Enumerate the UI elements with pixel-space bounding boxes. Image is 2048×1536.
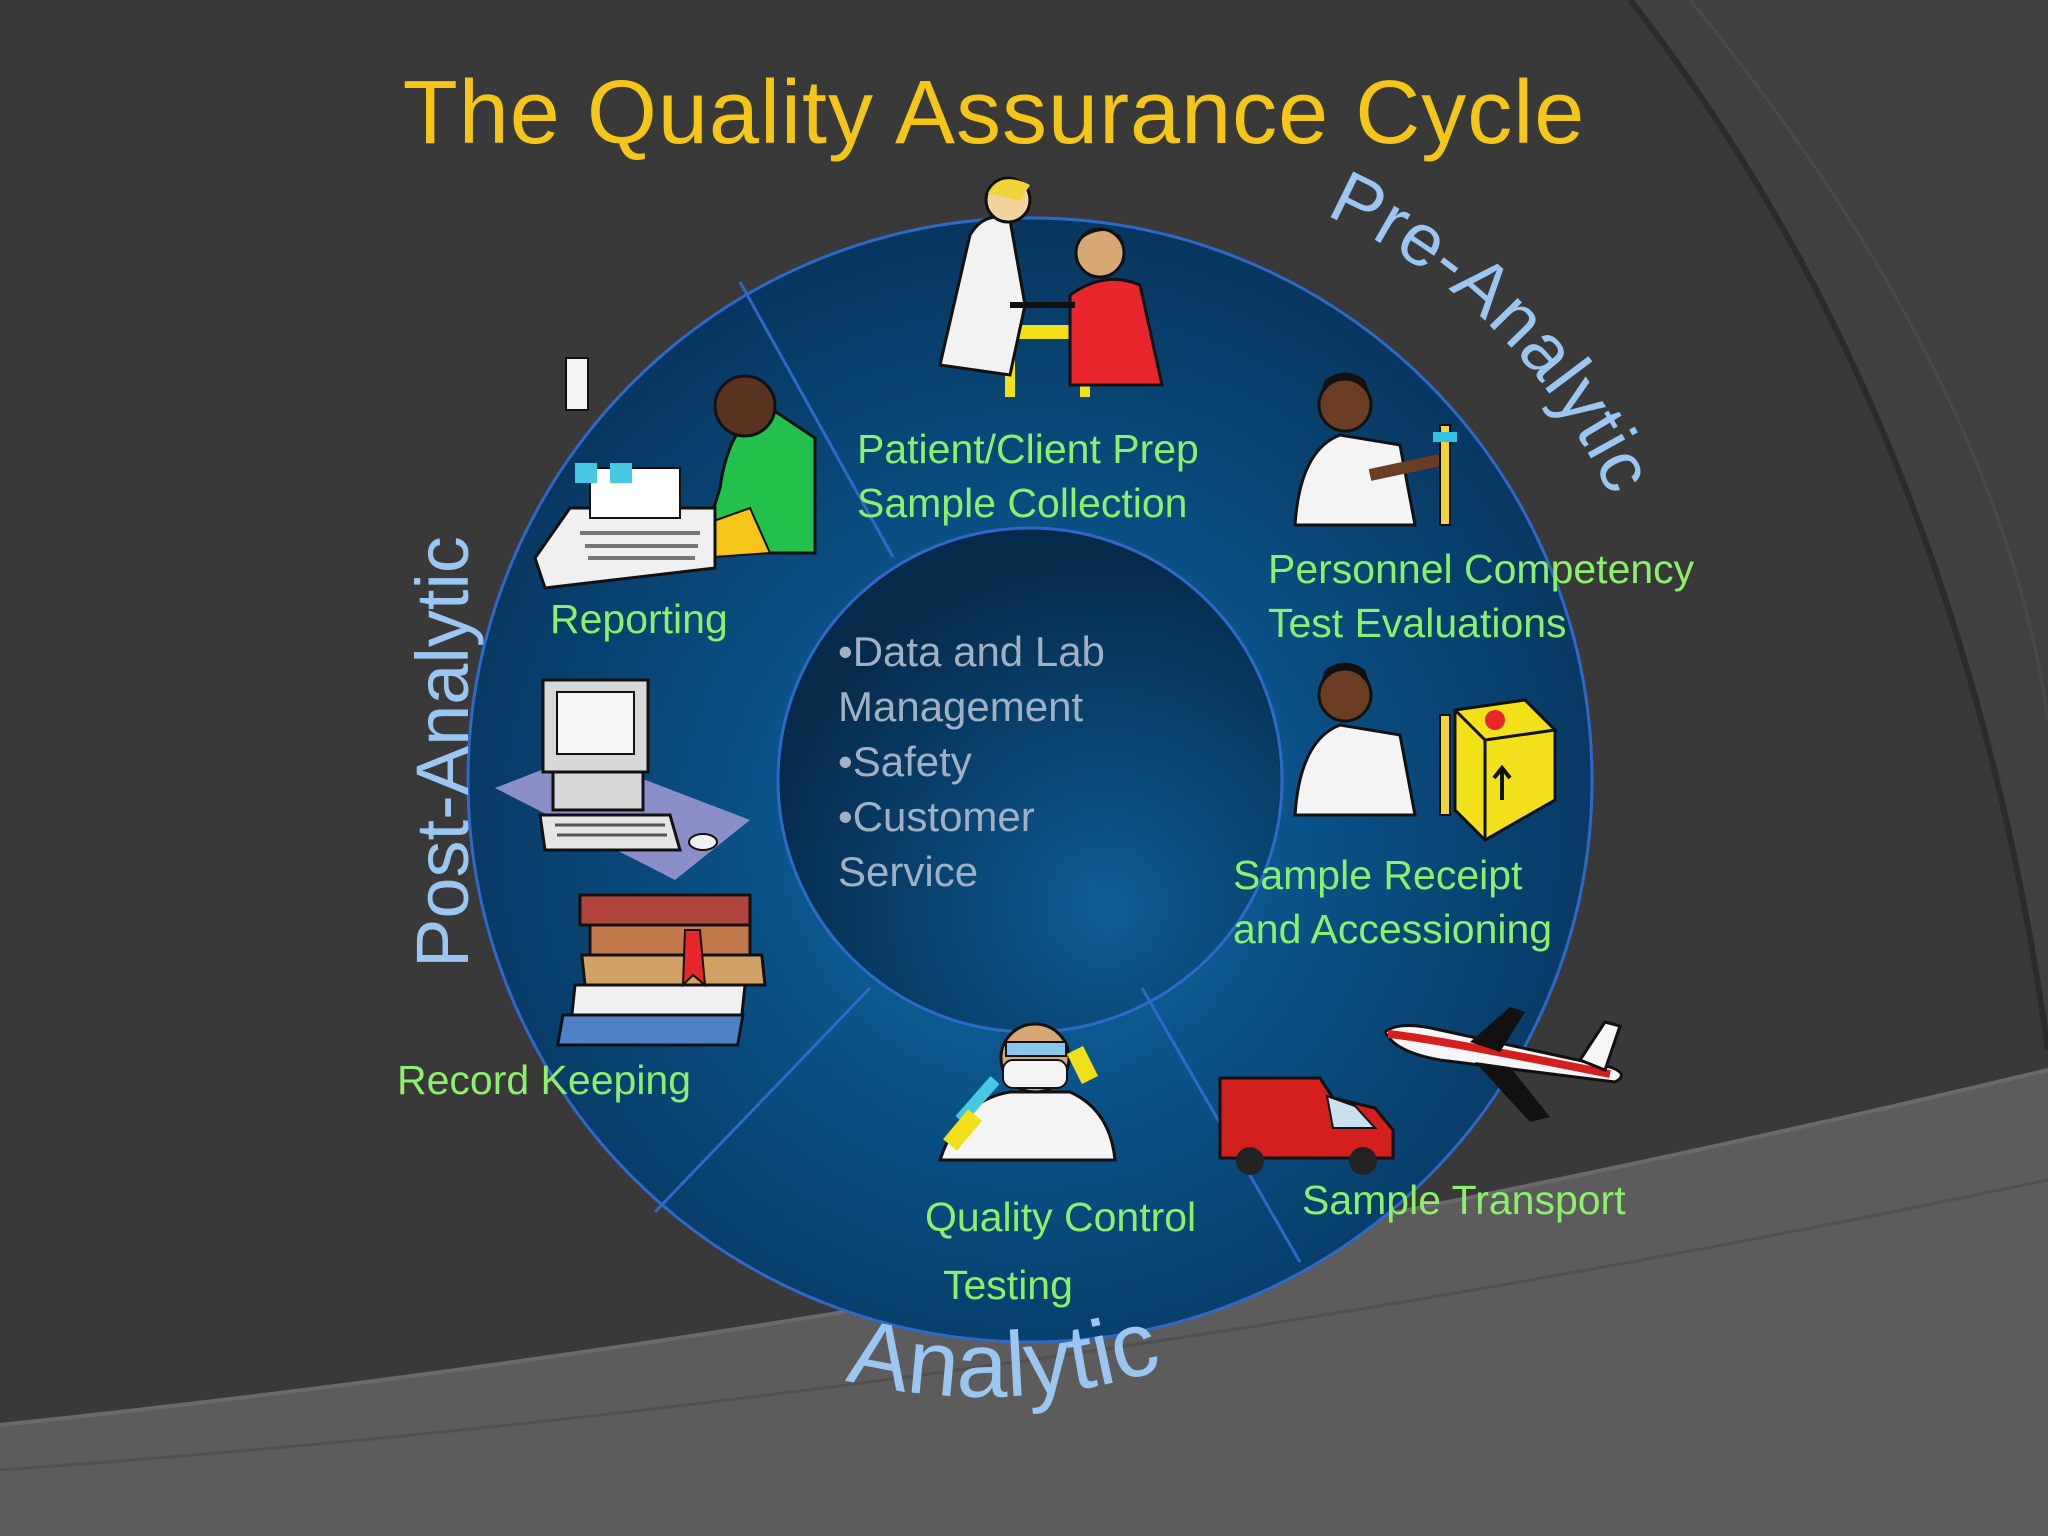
page-title: The Quality Assurance Cycle [402,63,1586,163]
label-reporting: Reporting [550,596,728,642]
divider-post-analytic [653,986,872,1214]
label-personnel-competency: Personnel Competency Test Evaluations [1268,546,1695,646]
label-sample-receipt: Sample Receipt and Accessioning [1233,852,1553,952]
desktop-computer-icon [495,678,750,880]
label-sample-transport: Sample Transport [1302,1177,1626,1223]
stacked-books-icon [555,893,767,1047]
delivery-van-icon [1218,1076,1395,1175]
nurse-patient-icon [938,176,1164,397]
airplane-icon [1383,1007,1623,1122]
phase-post-analytic: Post-Analytic [401,536,484,968]
center-topics: •Data and Lab Management •Safety •Custom… [838,628,1105,895]
scientist-testtube-icon [937,1022,1117,1162]
lab-technician-box-icon [1293,662,1557,842]
lab-technician-icon [1293,372,1457,527]
fax-phone-person-icon [533,357,817,590]
label-patient-prep: Patient/Client Prep Sample Collection [857,426,1199,526]
label-quality-control: Quality Control Testing [925,1194,1197,1308]
label-record-keeping: Record Keeping [397,1057,692,1103]
divider-pre-post [738,281,895,558]
